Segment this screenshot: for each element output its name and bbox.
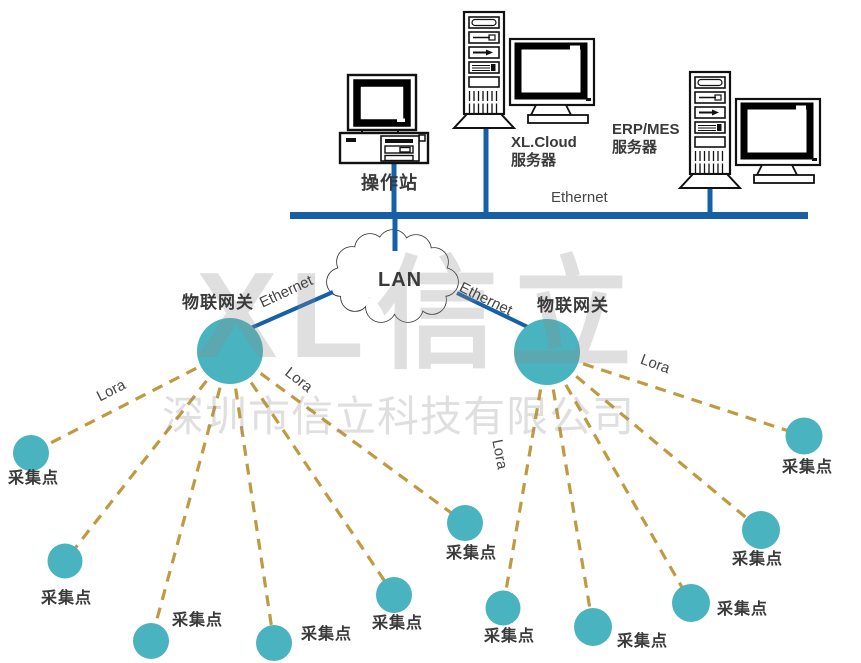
gateway-node-left bbox=[197, 318, 263, 384]
sensor-label-6: 采集点 bbox=[446, 545, 498, 562]
lan-label: LAN bbox=[378, 269, 423, 291]
sensor-label-2: 采集点 bbox=[41, 590, 93, 607]
sensor-node-1 bbox=[13, 435, 49, 471]
ethernet-bus bbox=[290, 124, 808, 219]
erp-server-label-line1: ERP/MES bbox=[612, 121, 680, 138]
sensor-label-4: 采集点 bbox=[301, 626, 353, 643]
ethernet-link-right-line bbox=[456, 291, 537, 333]
lora-links bbox=[30, 349, 805, 644]
sensor-node-11 bbox=[785, 417, 823, 455]
cloud-server-label-line2: 服务器 bbox=[511, 152, 557, 169]
gateway-right-label: 物联网关 bbox=[537, 296, 609, 315]
lora-link bbox=[63, 350, 232, 562]
lora-link bbox=[30, 349, 231, 455]
sensor-label-7: 采集点 bbox=[484, 628, 536, 645]
cloud-server-label-line1: XL.Cloud bbox=[511, 134, 577, 151]
ethernet-bus-label: Ethernet bbox=[551, 189, 608, 206]
sensor-label-3: 采集点 bbox=[172, 612, 224, 629]
sensor-node-5 bbox=[376, 577, 412, 613]
lora-link bbox=[545, 351, 693, 604]
sensor-node-10 bbox=[742, 511, 780, 549]
gateway-node-right bbox=[514, 319, 580, 385]
nodes bbox=[13, 318, 823, 661]
lora-link bbox=[545, 350, 763, 532]
ethernet-link-left-line bbox=[250, 290, 334, 330]
erp-server-icon bbox=[680, 72, 820, 188]
workstation-label: 操作站 bbox=[361, 173, 418, 193]
lan-ethernet-links bbox=[250, 218, 537, 333]
erp-server-label-line2: 服务器 bbox=[612, 139, 658, 156]
cloud-server-icon bbox=[454, 12, 594, 128]
gateway-left-label: 物联网关 bbox=[182, 293, 254, 312]
sensor-label-8: 采集点 bbox=[617, 633, 669, 650]
lora-link bbox=[229, 349, 466, 525]
sensor-label-9: 采集点 bbox=[717, 601, 769, 618]
lora-link bbox=[149, 350, 232, 642]
sensor-node-4 bbox=[256, 625, 292, 661]
sensor-label-5: 采集点 bbox=[372, 615, 424, 632]
lora-link bbox=[546, 350, 805, 438]
sensor-node-3 bbox=[133, 623, 169, 659]
lora-link bbox=[228, 350, 396, 596]
lora-link bbox=[501, 351, 549, 609]
sensor-node-8 bbox=[574, 608, 612, 646]
sensor-label-1: 采集点 bbox=[8, 470, 60, 487]
sensor-node-7 bbox=[485, 590, 521, 626]
lora-link bbox=[228, 350, 276, 644]
lora-link bbox=[545, 351, 595, 628]
sensor-node-2 bbox=[47, 543, 83, 579]
sensor-label-11: 采集点 bbox=[782, 459, 834, 476]
sensor-label-10: 采集点 bbox=[732, 551, 784, 568]
sensor-node-6 bbox=[447, 505, 483, 541]
sensor-node-9 bbox=[672, 584, 710, 622]
workstation-icon bbox=[338, 73, 430, 165]
